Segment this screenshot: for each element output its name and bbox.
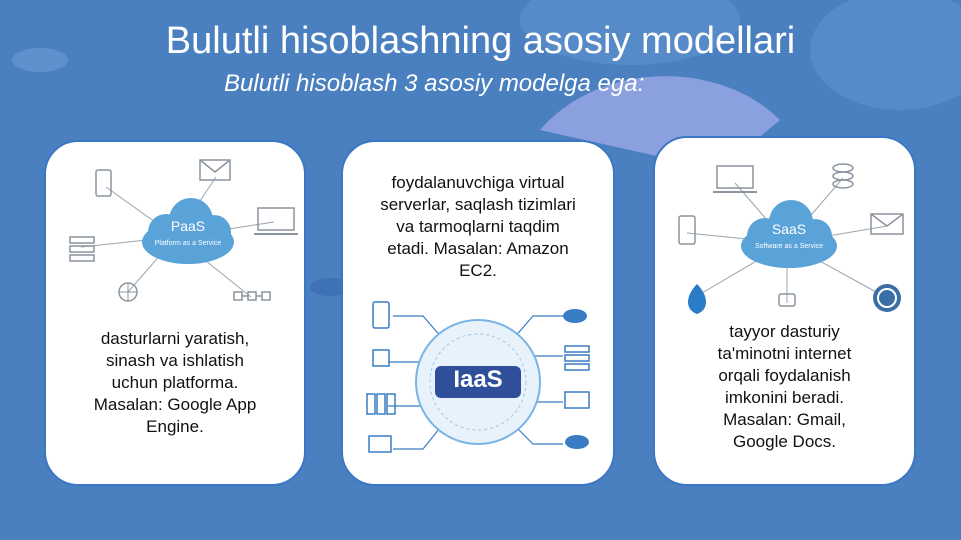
iaas-card: foydalanuvchiga virtual serverlar, saqla… xyxy=(341,140,615,486)
paas-text-line: Engine. xyxy=(146,417,204,436)
iaas-text-line: EC2. xyxy=(459,261,497,280)
saas-cloud-subtitle: Software as a Service xyxy=(754,243,824,250)
iaas-text-line: va tarmoqlarni taqdim xyxy=(396,217,560,236)
iaas-badge-label: IaaS xyxy=(453,366,503,393)
saas-text-line: Masalan: Gmail, xyxy=(723,410,846,429)
network-icon xyxy=(233,291,271,301)
saas-card: SaaS Software as a Service tayyor dastur… xyxy=(653,136,916,486)
paas-description: dasturlarni yaratish, sinash va ishlatis… xyxy=(46,328,304,438)
monitor-icon xyxy=(368,435,392,453)
iaas-description: foydalanuvchiga virtual serverlar, saqla… xyxy=(343,172,613,282)
iaas-badge xyxy=(435,366,521,398)
saas-text-line: imkonini beradi. xyxy=(724,388,845,407)
phone-icon xyxy=(95,169,112,197)
iaas-text-line: foydalanuvchiga virtual xyxy=(391,173,565,192)
chat-icon xyxy=(778,293,796,307)
phone-icon xyxy=(678,215,696,245)
saas-text-line: ta'minotni internet xyxy=(717,344,852,363)
tablet-icon xyxy=(372,301,390,329)
iaas-text-line: serverlar, saqlash tizimlari xyxy=(380,195,576,214)
saas-text-line: orqali foydalanish xyxy=(718,366,851,385)
paas-text-line: Masalan: Google App xyxy=(93,395,257,414)
paas-text-line: sinash va ishlatish xyxy=(106,351,244,370)
iaas-text-line: etadi. Masalan: Amazon xyxy=(387,239,569,258)
database-icon xyxy=(832,163,854,189)
cloud-download-icon xyxy=(565,435,589,449)
paas-card: PaaS Platform as a Service dasturlarni y… xyxy=(44,140,306,486)
wordpress-icon xyxy=(873,284,901,312)
cloud-icon xyxy=(142,198,234,264)
server-rack-icon xyxy=(564,345,590,371)
mail-icon xyxy=(199,159,231,181)
slide-title: Bulutli hisoblashning asosiy modellari xyxy=(165,20,796,62)
chip-icon xyxy=(372,349,390,367)
paas-text-line: uchun platforma. xyxy=(111,373,239,392)
saas-diagram xyxy=(678,163,904,314)
saas-text-line: Google Docs. xyxy=(733,432,836,451)
desktop-cloud-icon xyxy=(564,391,590,409)
slide-subtitle: Bulutli hisoblash 3 asosiy modelga ega: xyxy=(224,70,645,97)
cloud-network-icon xyxy=(563,309,587,323)
paas-cloud-subtitle: Platform as a Service xyxy=(154,240,222,247)
iaas-diagram xyxy=(366,301,590,453)
paas-diagram xyxy=(69,159,298,302)
paas-text-line: dasturlarni yaratish, xyxy=(100,329,250,348)
saas-cloud-title: SaaS xyxy=(771,221,807,237)
storage-icon xyxy=(366,393,396,415)
cloud-icon xyxy=(741,200,837,268)
server-icon xyxy=(69,236,95,262)
drupal-icon xyxy=(688,284,706,314)
mail-icon xyxy=(870,213,904,235)
paas-cloud-title: PaaS xyxy=(170,218,206,234)
saas-text-line: tayyor dasturiy xyxy=(729,322,840,341)
saas-description: tayyor dasturiy ta'minotni internet orqa… xyxy=(655,321,914,453)
laptop-icon xyxy=(257,207,295,231)
laptop-icon xyxy=(716,165,754,189)
